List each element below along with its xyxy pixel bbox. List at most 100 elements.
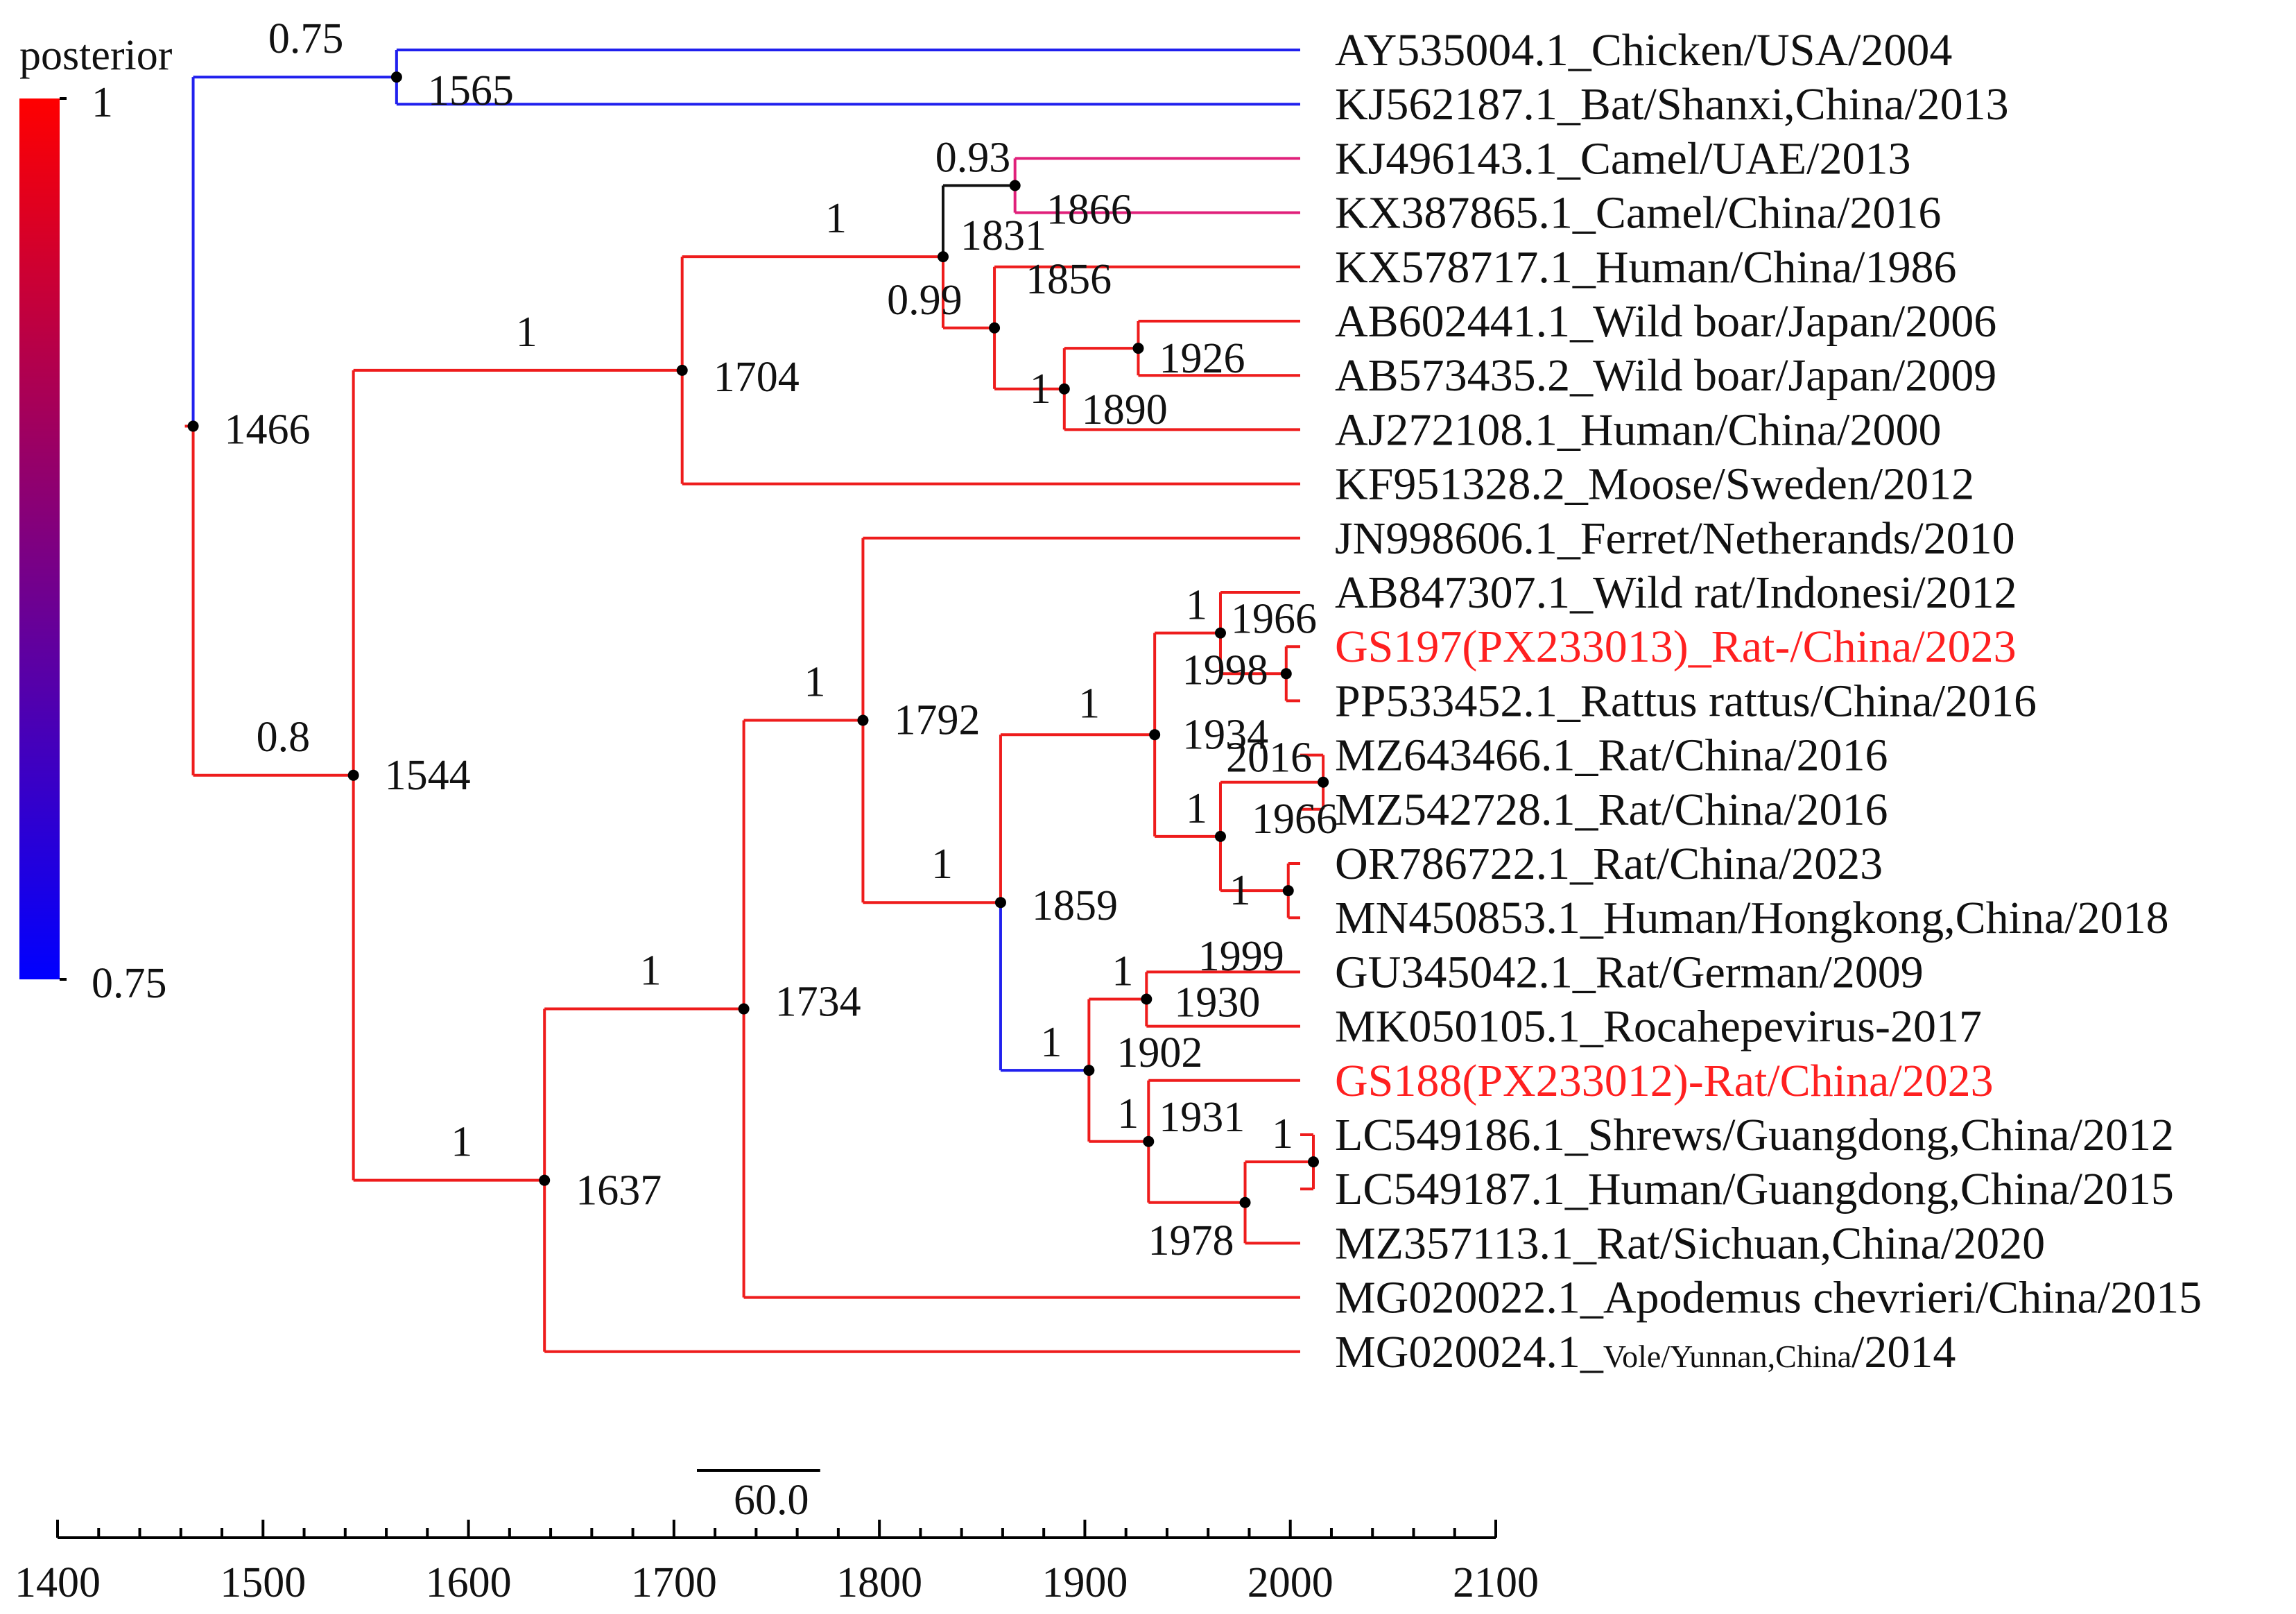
node-marker [187,420,199,432]
tip-label: KF951328.2_Moose/Sweden/2012 [1335,459,1974,510]
node-marker [1143,1135,1155,1147]
legend-title: posterior [19,32,173,79]
node-posterior-label: 0.93 [935,135,1011,182]
node-date-label: 1926 [1159,335,1245,382]
tip-label: KJ496143.1_Camel/UAE/2013 [1335,133,1910,184]
scale-bar-label: 60.0 [734,1477,809,1524]
tip-label: LC549186.1_Shrews/Guangdong,China/2012 [1335,1110,2174,1160]
node-date-label: 1890 [1082,386,1168,433]
scale-bar: 60.0 [697,1469,820,1524]
node-date-label: 1934 [1182,711,1268,758]
node-posterior-label: 1 [931,841,953,888]
node-date-label: 1930 [1174,979,1260,1027]
tip-label: MG020022.1_Apodemus chevrieri/China/2015 [1335,1273,2202,1323]
axis-tick-label: 1700 [631,1559,717,1606]
node-date-label: 1866 [1046,187,1132,234]
node-date-label: 1931 [1159,1094,1245,1141]
node-marker [1149,729,1161,741]
axis-tick-label: 2000 [1248,1559,1333,1606]
node-date-label: 1734 [775,979,861,1026]
node-marker [989,322,1001,334]
tip-label: AB847307.1_Wild rat/Indonesi/2012 [1335,567,2017,618]
node-date-label: 1998 [1182,646,1268,694]
node-date-label: 1966 [1252,796,1338,843]
node-date-label: 1704 [714,354,800,401]
node-marker [937,251,949,263]
node-marker [539,1174,551,1186]
node-marker [676,364,688,376]
node-posterior-label: 1 [516,309,537,356]
node-posterior-label: 0.99 [887,277,963,324]
tip-label: AJ272108.1_Human/China/2000 [1335,404,1941,455]
node-posterior-label: 1 [451,1119,472,1166]
node-date-label: 1859 [1032,882,1118,929]
legend-color-bar [19,98,60,979]
posterior-legend: posterior 1 0.75 [19,32,173,1007]
node-marker [994,897,1006,909]
node-date-label: 1902 [1116,1029,1202,1076]
node-date-label: 1466 [225,406,311,453]
tree-branches [184,49,1325,1353]
node-posterior-label: 1 [825,195,847,242]
node-posterior-label: 0.8 [257,714,311,761]
node-date-label: 1831 [960,212,1046,259]
node-date-label: 1792 [894,697,980,744]
node-marker [1308,1156,1319,1168]
tip-label: MZ542728.1_Rat/China/2016 [1335,784,1888,835]
node-posterior-label: 1 [1272,1110,1293,1158]
tip-label: AB602441.1_Wild boar/Japan/2006 [1335,296,1996,347]
node-posterior-label: 1 [1112,948,1133,995]
tip-label: KX387865.1_Camel/China/2016 [1335,188,1941,239]
tip-label: OR786722.1_Rat/China/2023 [1335,839,1883,889]
tip-labels: AY535004.1_Chicken/USA/2004KJ562187.1_Ba… [1335,25,2202,1377]
axis-tick-label: 1500 [220,1559,306,1606]
tip-label: MZ357113.1_Rat/Sichuan,China/2020 [1335,1218,2045,1269]
node-date-label: 1565 [428,67,514,114]
node-posterior-label: 1 [1078,680,1100,727]
axis-tick-label: 1600 [426,1559,512,1606]
tip-label: MG020024.1_Vole/Yunnan,China/2014 [1335,1327,1956,1377]
node-marker [1280,668,1292,680]
node-posterior-label: 1 [1040,1019,1062,1066]
node-marker [738,1003,750,1015]
node-marker [1058,383,1070,395]
tip-label: MN450853.1_Human/Hongkong,China/2018 [1335,893,2169,943]
tip-label: AY535004.1_Chicken/USA/2004 [1335,25,1952,76]
node-posterior-label: 1 [1229,867,1251,914]
node-date-label: 1856 [1026,256,1112,303]
node-posterior-label: 1 [640,947,662,995]
node-posterior-label: 1 [804,659,825,706]
node-date-label: 1999 [1198,933,1284,980]
node-marker [1141,993,1153,1005]
axis-tick-label: 2100 [1453,1559,1539,1606]
tip-label: KX578717.1_Human/China/1986 [1335,242,1956,293]
node-posterior-label: 1 [1186,785,1207,832]
tip-label: JN998606.1_Ferret/Netherands/2010 [1335,513,2015,564]
node-marker [1318,776,1329,788]
legend-min-label: 0.75 [92,960,167,1007]
node-marker [857,714,869,726]
tip-label: PP533452.1_Rattus rattus/China/2016 [1335,676,2037,726]
node-marker [1083,1065,1095,1076]
tip-label: MZ643466.1_Rat/China/2016 [1335,730,1888,781]
node-marker [1214,627,1226,639]
tip-label: LC549187.1_Human/Guangdong,China/2015 [1335,1164,2174,1214]
tip-label: GS188(PX233012)-Rat/China/2023 [1335,1056,1994,1106]
node-marker [1282,885,1294,897]
node-marker [1214,830,1226,842]
legend-max-label: 1 [92,79,113,126]
axis-tick-label: 1400 [15,1559,101,1606]
node-marker [1009,180,1021,191]
tip-label: GU345042.1_Rat/German/2009 [1335,947,1924,997]
tip-label: GS197(PX233013)_Rat-/China/2023 [1335,621,2017,672]
node-date-label: 1966 [1231,596,1317,643]
node-posterior-label: 1 [1030,366,1051,413]
tip-label: AB573435.2_Wild boar/Japan/2009 [1335,350,1996,401]
tip-label: MK050105.1_Rocahepevirus-2017 [1335,1002,1982,1052]
node-date-label: 1544 [385,752,471,799]
node-marker [390,71,402,83]
node-marker [347,769,359,781]
